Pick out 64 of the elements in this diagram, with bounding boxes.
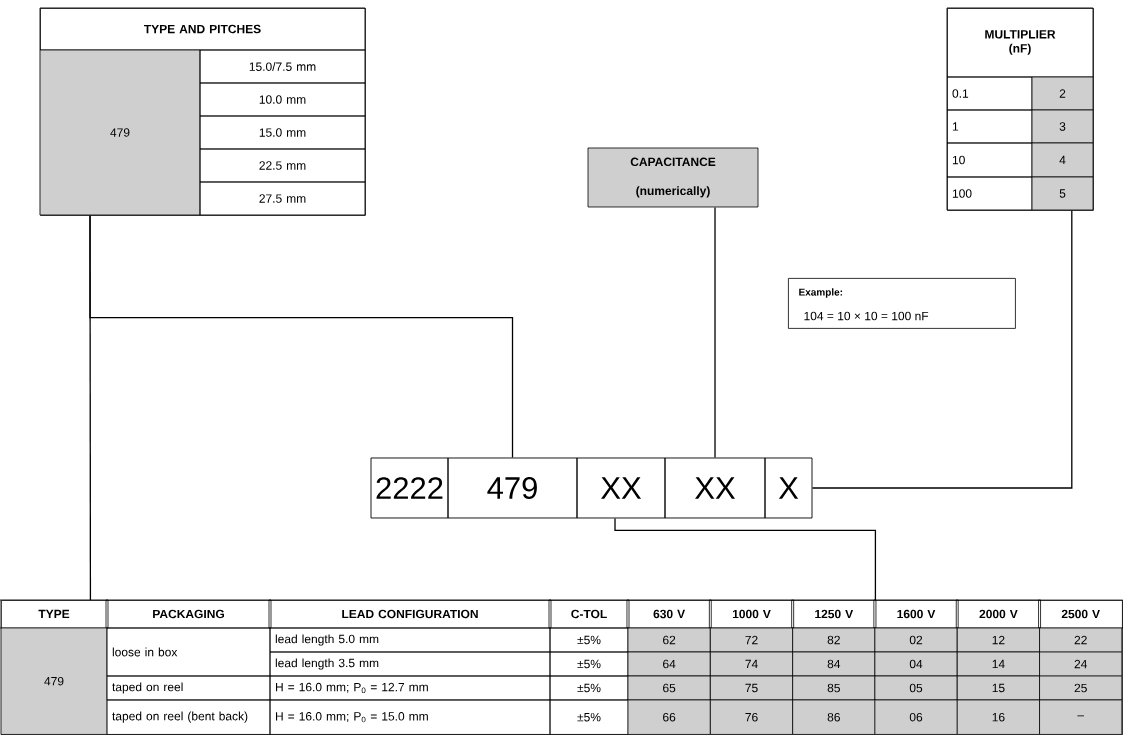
table-cell: PACKAGING <box>105 599 272 629</box>
code-box: XX <box>576 457 666 519</box>
table-cell: 4 <box>1031 142 1094 178</box>
table-cell: ±5% <box>549 675 629 701</box>
table-cell: H = 16.0 mm; P$_{0}$ = 15.0 mm <box>269 699 551 735</box>
table-cell: 02 <box>874 627 958 653</box>
code-box: 2222 <box>370 457 449 519</box>
table-cell: 62 <box>627 627 711 653</box>
table-cell: 15.0/7.5 mm <box>199 49 366 84</box>
table-cell: 04 <box>874 651 958 677</box>
table-cell: 05 <box>874 675 958 701</box>
connector-line <box>714 206 716 459</box>
table-cell: 15 <box>956 675 1040 701</box>
table-cell: 12 <box>956 627 1040 653</box>
table-cell: 66 <box>627 699 711 735</box>
example-box: Example: 104 = 10 × 10 = 100 nF <box>788 278 1016 329</box>
table-cell: 22.5 mm <box>199 148 366 183</box>
table-cell: ±5% <box>549 699 629 735</box>
table-cell: loose in box <box>106 627 271 677</box>
connector-line <box>614 517 877 601</box>
table-cell: 64 <box>627 651 711 677</box>
connector-line <box>811 210 1073 489</box>
table-cell: 14 <box>956 651 1040 677</box>
table-cell: 06 <box>874 699 958 735</box>
table-cell: 15.0 mm <box>199 115 366 150</box>
table-cell: 3 <box>1031 109 1094 144</box>
table-cell: 84 <box>792 651 876 677</box>
table-cell: LEAD CONFIGURATION <box>268 599 552 629</box>
table-cell: C-TOL <box>548 599 630 629</box>
table-cell: 75 <box>709 675 794 701</box>
code-box: X <box>764 457 813 519</box>
table-cell: 65 <box>627 675 711 701</box>
table-cell: 24 <box>1039 651 1123 677</box>
table-cell: 479 <box>0 627 108 735</box>
table-cell: lead length 3.5 mm <box>269 651 551 677</box>
table-cell: ±5% <box>549 651 629 677</box>
table-cell: TYPE <box>0 599 109 629</box>
table-cell: taped on reel <box>106 675 271 701</box>
table-cell: 10.0 mm <box>199 82 366 117</box>
table-cell: 74 <box>709 651 794 677</box>
connector-line <box>89 215 514 459</box>
code-box: 479 <box>447 457 578 519</box>
table-cell: – <box>1039 699 1123 735</box>
table-cell: 27.5 mm <box>199 181 366 216</box>
table-cell: ±5% <box>549 627 629 653</box>
table-cell: 25 <box>1039 675 1123 701</box>
table-cell: MULTIPLIER (nF) <box>946 7 1094 78</box>
code-box: XX <box>664 457 766 519</box>
table-cell: 100 <box>946 176 1033 211</box>
table-cell: 85 <box>792 675 876 701</box>
table-cell: 479 <box>39 49 201 216</box>
table-cell: 82 <box>792 627 876 653</box>
table-cell: 16 <box>956 699 1040 735</box>
label-box: CAPACITANCE (numerically) <box>587 147 759 208</box>
table-cell: lead length 5.0 mm <box>269 627 551 653</box>
table-cell: 76 <box>709 699 794 735</box>
table-cell: 2500 V <box>1038 599 1123 629</box>
table-cell: H = 16.0 mm; P$_{0}$ = 12.7 mm <box>269 675 551 701</box>
table-cell: 5 <box>1031 176 1094 211</box>
table-cell: 22 <box>1039 627 1123 653</box>
table-cell: 86 <box>792 699 876 735</box>
table-cell: taped on reel (bent back) <box>106 699 271 735</box>
table-cell: 72 <box>709 627 794 653</box>
table-cell: 2 <box>1031 76 1094 111</box>
